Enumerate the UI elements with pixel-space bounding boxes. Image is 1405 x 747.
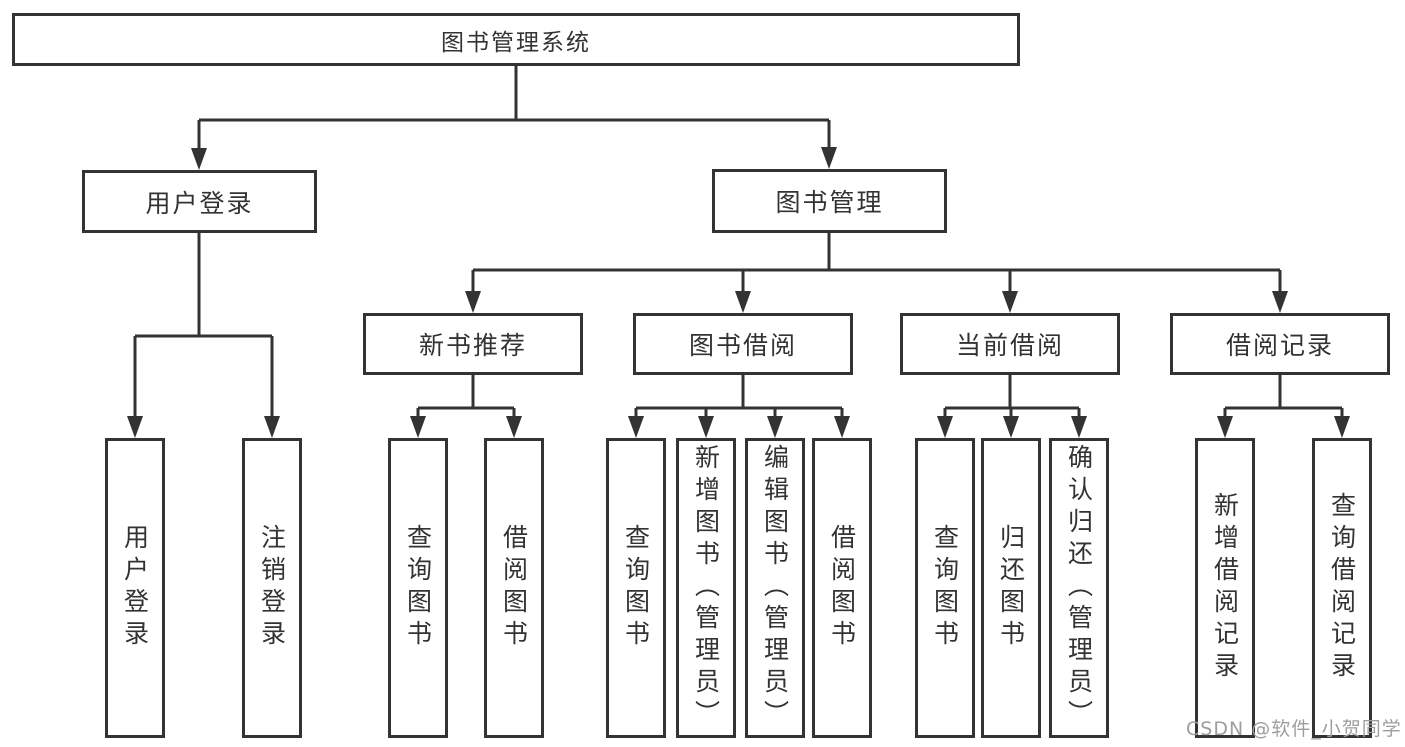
leaf-borrow-books-recommend: 借阅图书	[484, 438, 544, 738]
tree-edges	[133, 66, 1344, 434]
leaf-query-borrow-record: 查询借阅记录	[1312, 438, 1372, 738]
node-borrowing-records: 借阅记录	[1170, 313, 1390, 375]
leaf-query-books-current: 查询图书	[915, 438, 975, 738]
leaf-borrow-books: 借阅图书	[812, 438, 872, 738]
node-book-management: 图书管理	[712, 169, 947, 233]
watermark: CSDN @软件_小贺同学	[1186, 718, 1402, 740]
node-library-management-system: 图书管理系统	[12, 13, 1020, 66]
leaf-add-borrow-record: 新增借阅记录	[1195, 438, 1255, 738]
leaf-query-books-recommend: 查询图书	[388, 438, 448, 738]
leaf-return-books: 归还图书	[981, 438, 1041, 738]
leaf-query-books-borrowing: 查询图书	[606, 438, 666, 738]
leaf-edit-books-admin: 编辑图书（管理员）	[745, 438, 805, 738]
arrowhead-icons	[127, 147, 1350, 438]
node-new-book-recommendation: 新书推荐	[363, 313, 583, 375]
node-user-login: 用户登录	[82, 170, 317, 233]
leaf-logout: 注销登录	[242, 438, 302, 738]
leaf-confirm-return-admin: 确认归还（管理员）	[1049, 438, 1109, 738]
leaf-user-login: 用户登录	[105, 438, 165, 738]
node-book-borrowing: 图书借阅	[633, 313, 853, 375]
leaf-add-books-admin: 新增图书（管理员）	[676, 438, 736, 738]
node-current-borrowing: 当前借阅	[900, 313, 1120, 375]
